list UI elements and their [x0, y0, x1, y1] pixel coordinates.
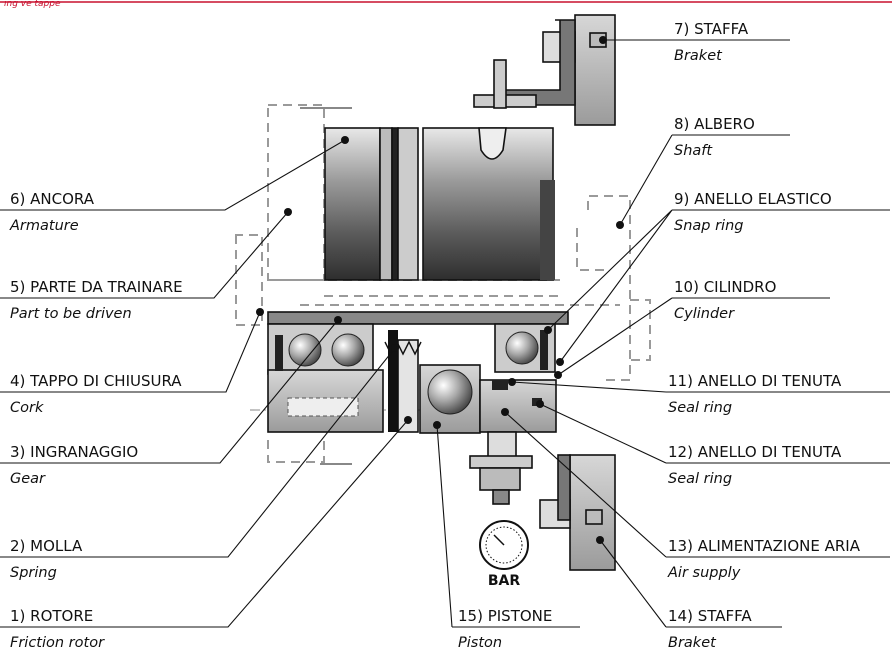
label-12-sub: Seal ring: [668, 471, 732, 487]
label-10-sub: Cylinder: [674, 306, 735, 322]
label-15-sub: Piston: [458, 635, 502, 651]
leader-dots: [256, 36, 624, 544]
label-9-title: 9) ANELLO ELASTICO: [674, 190, 832, 208]
cylinder-assembly: [324, 127, 555, 281]
label-11-title: 11) ANELLO DI TENUTA: [668, 372, 842, 390]
label-6-title: 6) ANCORA: [10, 190, 95, 208]
label-3-sub: Gear: [10, 471, 46, 487]
pressure-gauge: BAR: [479, 520, 529, 589]
label-9-sub: Snap ring: [674, 218, 743, 234]
gauge-label: BAR: [488, 573, 521, 589]
label-15-title: 15) PISTONE: [458, 607, 552, 625]
label-14-title: 14) STAFFA: [668, 607, 752, 625]
label-8-sub: Shaft: [674, 143, 713, 159]
label-1-title: 1) ROTORE: [10, 607, 93, 625]
label-13-sub: Air supply: [667, 565, 741, 581]
label-11-sub: Seal ring: [668, 400, 732, 416]
label-10-title: 10) CILINDRO: [674, 278, 776, 296]
label-5-sub: Part to be driven: [10, 306, 132, 322]
label-4-title: 4) TAPPO DI CHIUSURA: [10, 372, 182, 390]
label-7-title: 7) STAFFA: [674, 20, 749, 38]
leader-lines: [0, 39, 890, 628]
label-14-sub: Braket: [668, 635, 717, 651]
label-4-sub: Cork: [10, 400, 44, 416]
label-5-title: 5) PARTE DA TRAINARE: [10, 278, 183, 296]
label-6-sub: Armature: [9, 218, 79, 234]
staffa-top-part: [473, 14, 616, 126]
label-13-title: 13) ALIMENTAZIONE ARIA: [668, 537, 861, 555]
staffa-bottom-part: [539, 454, 616, 571]
label-2-title: 2) MOLLA: [10, 537, 83, 555]
label-12-title: 12) ANELLO DI TENUTA: [668, 443, 842, 461]
label-3-title: 3) INGRANAGGIO: [10, 443, 138, 461]
bearings: [288, 331, 539, 415]
label-2-sub: Spring: [10, 565, 57, 581]
label-1-sub: Friction rotor: [10, 635, 105, 651]
label-8-title: 8) ALBERO: [674, 115, 755, 133]
label-7-sub: Braket: [674, 48, 723, 64]
header-caption: ing ve tappe: [4, 0, 61, 9]
